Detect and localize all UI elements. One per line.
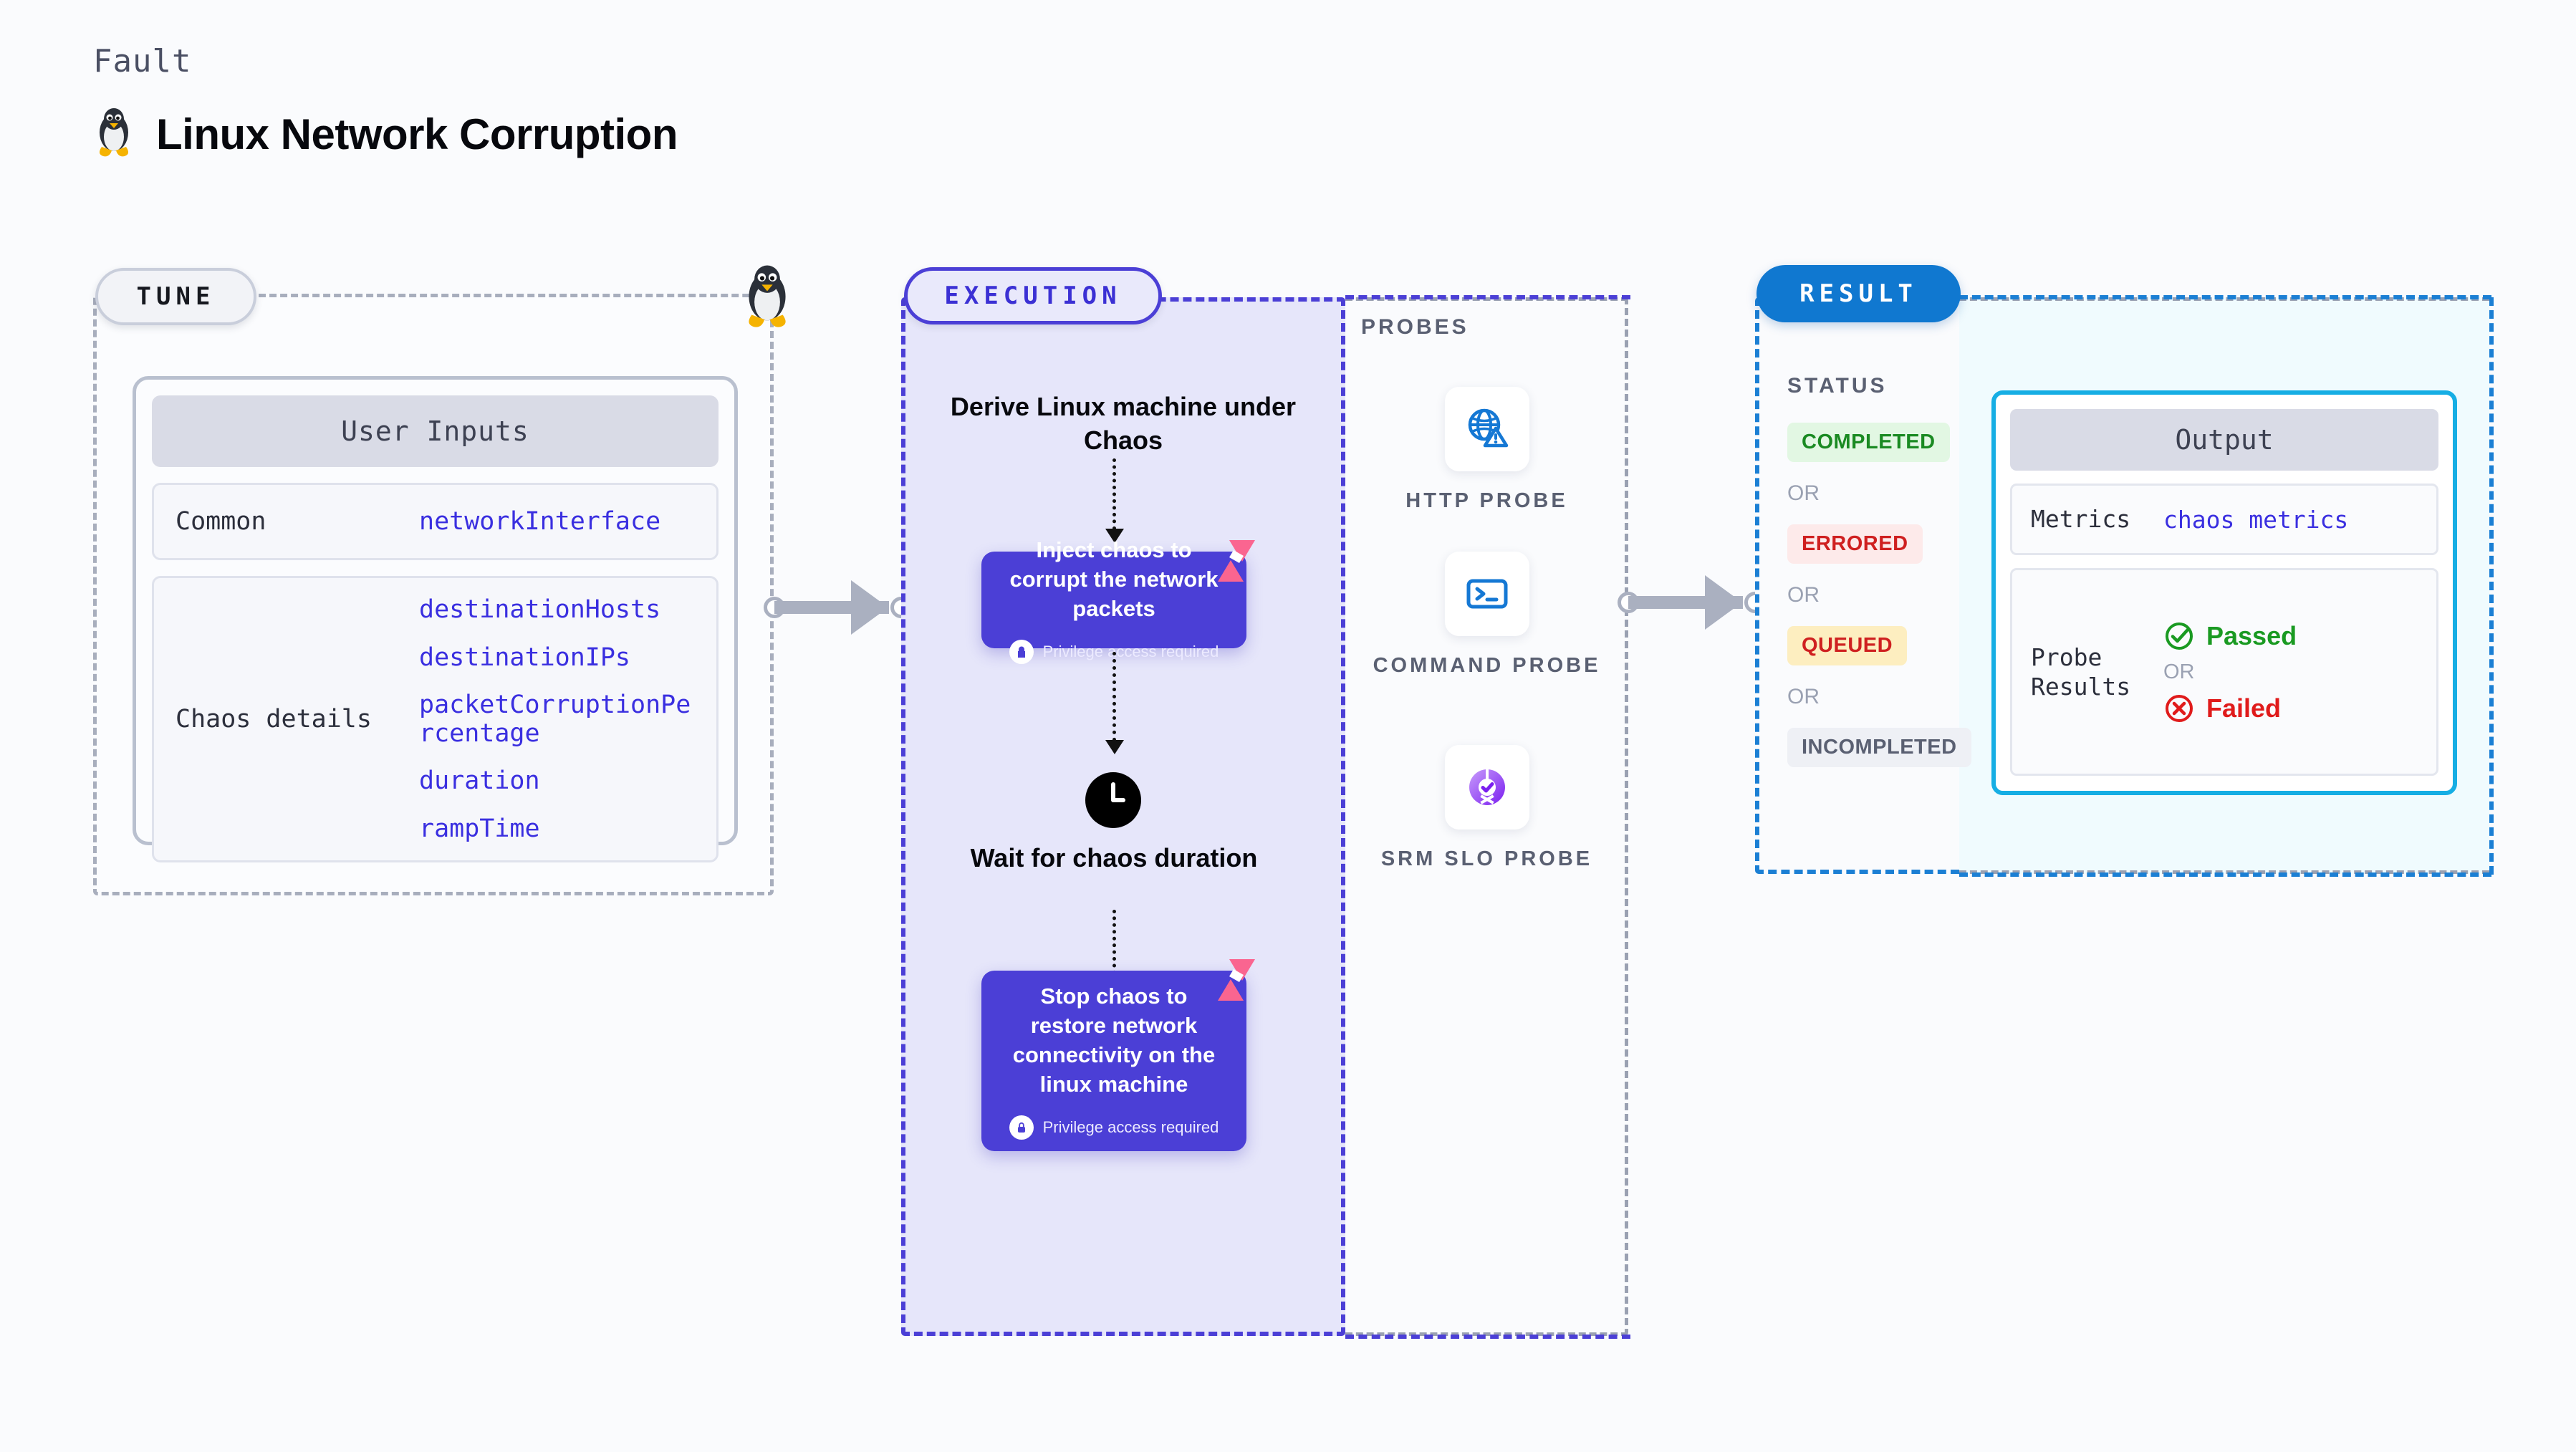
probe-result-failed: Failed: [2163, 693, 2297, 724]
fault-kicker: Fault: [93, 43, 192, 80]
tune-value[interactable]: packetCorruptionPercentage: [419, 690, 691, 748]
slo-donut-check-icon: [1444, 745, 1529, 830]
execution-step-derive-title: Derive Linux machine under Chaos: [950, 392, 1297, 455]
harness-logo-icon: [1218, 540, 1255, 582]
output-row-value[interactable]: chaos metrics: [2163, 505, 2349, 534]
flow-connector: [1112, 910, 1116, 974]
card-title: Inject chaos to corrupt the network pack…: [1009, 537, 1219, 621]
output-row-key: Probe Results: [2031, 643, 2131, 701]
tune-badge[interactable]: TUNE: [95, 268, 256, 325]
probe-srm-slo[interactable]: SRM SLO PROBE: [1345, 745, 1628, 873]
flow-arrowhead: [1105, 529, 1124, 543]
result-bottom-border: [1959, 872, 2491, 877]
status-badge-queued: QUEUED: [1787, 626, 1908, 665]
tune-value[interactable]: rampTime: [419, 814, 540, 843]
privilege-text: Privilege access required: [1042, 1117, 1219, 1136]
privilege-note: Privilege access required: [1009, 639, 1219, 664]
probe-command[interactable]: COMMAND PROBE: [1345, 552, 1628, 680]
globe-warning-icon: [1444, 387, 1529, 471]
x-circle-icon: [2166, 694, 2193, 722]
tune-row-key: Chaos details: [176, 705, 372, 734]
failed-label: Failed: [2206, 693, 2282, 723]
clock-icon: [1085, 772, 1141, 828]
output-row-probe-results: Probe Results Passed OR Failed: [2010, 568, 2438, 776]
card-title: Stop chaos to restore network connectivi…: [1012, 984, 1216, 1097]
page-header: Fault Linux Network Corruption: [93, 43, 678, 162]
output-row-key: Metrics: [2031, 505, 2131, 534]
terminal-icon: [1444, 552, 1529, 636]
flow-arrowhead: [1105, 740, 1124, 754]
privilege-text: Privilege access required: [1042, 642, 1219, 660]
execution-step-wait-title: Wait for chaos duration: [970, 843, 1258, 872]
result-badge[interactable]: RESULT: [1756, 265, 1961, 322]
privilege-note: Privilege access required: [1009, 1115, 1219, 1140]
execution-badge[interactable]: EXECUTION: [904, 267, 1162, 324]
title-row: Linux Network Corruption: [93, 107, 678, 162]
tune-panel: User Inputs Common networkInterface Chao…: [93, 294, 774, 895]
execution-card-inject-chaos[interactable]: Inject chaos to corrupt the network pack…: [981, 537, 1255, 664]
lock-icon: [1009, 1115, 1034, 1140]
user-inputs-title: User Inputs: [152, 395, 719, 467]
check-circle-icon: [2166, 622, 2193, 650]
connector-arrowhead: [851, 580, 888, 635]
linux-penguin-corner-icon: [738, 264, 797, 333]
flow-connector: [1112, 458, 1116, 530]
execution-card-stop-chaos[interactable]: Stop chaos to restore network connectivi…: [981, 959, 1255, 1151]
result-right-border: [2489, 297, 2494, 875]
probe-http[interactable]: HTTP PROBE: [1345, 387, 1628, 515]
output-title: Output: [2010, 409, 2438, 471]
tune-value[interactable]: destinationIPs: [419, 643, 631, 672]
probes-bottom-border: [1345, 1335, 1630, 1339]
probe-label: SRM SLO PROBE: [1380, 847, 1593, 870]
status-or-2: OR: [1787, 583, 1820, 607]
status-or-1: OR: [1787, 481, 1820, 505]
tune-row-chaos-details: Chaos details destinationHosts destinati…: [152, 576, 719, 862]
status-badge-errored: ERRORED: [1787, 524, 1923, 564]
tune-value[interactable]: destinationHosts: [419, 595, 661, 625]
probe-label: COMMAND PROBE: [1373, 654, 1601, 677]
result-top-border: [1959, 295, 2491, 299]
tune-value[interactable]: networkInterface: [419, 506, 661, 536]
passed-label: Passed: [2206, 620, 2297, 650]
output-card: Output Metrics chaos metrics Probe Resul…: [1991, 390, 2457, 795]
user-inputs-card: User Inputs Common networkInterface Chao…: [133, 376, 738, 862]
linux-penguin-icon: [93, 107, 135, 162]
status-badge-incompleted: INCOMPLETED: [1787, 728, 1971, 767]
tune-value[interactable]: duration: [419, 766, 540, 796]
page-title: Linux Network Corruption: [156, 110, 678, 158]
tune-row-common: Common networkInterface: [152, 483, 719, 560]
connector-arrowhead: [1705, 575, 1742, 630]
lock-icon: [1009, 639, 1034, 664]
tune-row-key: Common: [176, 507, 266, 536]
probes-top-border: [1345, 295, 1630, 299]
status-badge-completed: COMPLETED: [1787, 423, 1950, 462]
probe-result-passed: Passed: [2163, 620, 2297, 652]
probe-result-or: OR: [2163, 660, 2195, 683]
probe-label: HTTP PROBE: [1405, 489, 1568, 512]
flow-connector: [1112, 652, 1116, 741]
harness-logo-icon: [1218, 959, 1255, 1001]
status-or-3: OR: [1787, 685, 1820, 708]
status-label: STATUS: [1787, 374, 1888, 398]
probes-label: PROBES: [1361, 315, 1469, 339]
output-row-metrics: Metrics chaos metrics: [2010, 484, 2438, 555]
